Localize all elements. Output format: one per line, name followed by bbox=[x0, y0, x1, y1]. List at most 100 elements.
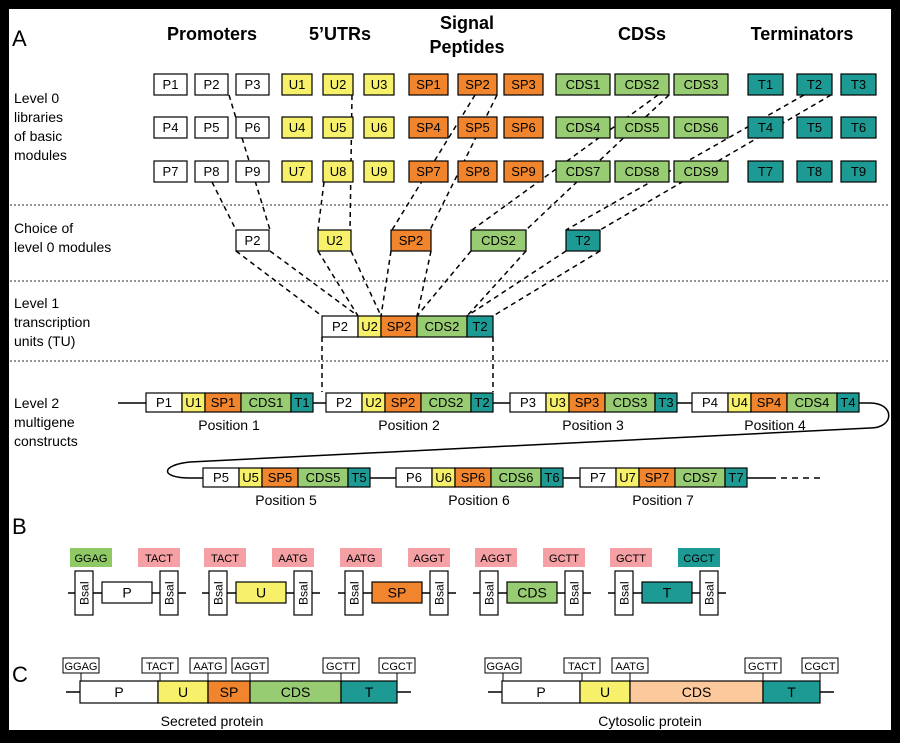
library-p2: P2 bbox=[194, 73, 229, 96]
level2-unit-5-sp5: SP5 bbox=[261, 467, 299, 488]
library-u8-rect bbox=[322, 160, 354, 183]
header-utrs: 5’UTRs bbox=[309, 24, 371, 44]
level2-unit-6-u6: U6 bbox=[431, 467, 456, 488]
level2-unit-2-u2: U2 bbox=[361, 392, 386, 413]
library-u1-label: U1 bbox=[289, 77, 306, 92]
library-t2: T2 bbox=[796, 73, 833, 96]
level2-unit-3-cds3: CDS3 bbox=[604, 392, 656, 413]
choice-u2: U2 bbox=[317, 229, 352, 252]
cytosolic-assembly-overhang-label-4: GCTT bbox=[748, 661, 778, 673]
library-p4-rect bbox=[153, 116, 188, 139]
bsai-label-5-right: BsaI bbox=[703, 581, 717, 605]
library-t5: T5 bbox=[796, 116, 833, 139]
panel-b-part-sp: SP bbox=[371, 581, 423, 604]
cytosolic-assembly-overhang-label-2: TACT bbox=[568, 661, 596, 673]
cytosolic-assembly-overhang-label-1: GGAG bbox=[486, 661, 519, 673]
panel-b-part-p-label: P bbox=[122, 585, 131, 601]
library-u2: U2 bbox=[322, 73, 354, 96]
library-p7-rect bbox=[153, 160, 188, 183]
overhang-label-4-right: GCTT bbox=[549, 553, 579, 565]
level2-unit-6-sp6: SP6 bbox=[454, 467, 492, 488]
secreted-assembly-part-sp: SP bbox=[207, 680, 251, 704]
panel-label-a: A bbox=[12, 26, 27, 51]
overhang-aatg-right-2 bbox=[272, 548, 314, 567]
bsai-site-2-left bbox=[208, 570, 228, 616]
level2-unit-2-p2-label: P2 bbox=[336, 395, 352, 410]
level2-unit-2-sp2-label: SP2 bbox=[391, 395, 416, 410]
library-u4: U4 bbox=[281, 116, 313, 139]
library-p9: P9 bbox=[235, 160, 270, 183]
library-t3: T3 bbox=[840, 73, 877, 96]
level2-unit-6-position-label: Position 6 bbox=[448, 492, 510, 508]
library-cds9-label: CDS9 bbox=[684, 164, 719, 179]
overhang-gctt-right-4 bbox=[543, 548, 585, 567]
level2-unit-3-t3-label: T3 bbox=[658, 395, 673, 410]
library-sp5-rect bbox=[457, 116, 498, 139]
library-p5-rect bbox=[194, 116, 229, 139]
library-u4-label: U4 bbox=[289, 120, 306, 135]
library-sp1-rect bbox=[408, 73, 449, 96]
level2-unit-6-t6-rect bbox=[540, 467, 564, 488]
level2-unit-6-sp6-label: SP6 bbox=[461, 470, 486, 485]
level2-unit-7-sp7: SP7 bbox=[638, 467, 676, 488]
choice-t2-rect bbox=[565, 229, 601, 252]
library-t8: T8 bbox=[796, 160, 833, 183]
library-t4-label: T4 bbox=[758, 120, 773, 135]
library-cds1: CDS1 bbox=[555, 73, 611, 96]
library-t3-label: T3 bbox=[851, 77, 866, 92]
library-sp7-label: SP7 bbox=[416, 164, 441, 179]
panel-b-part-p-rect bbox=[101, 581, 153, 604]
library-sp2-label: SP2 bbox=[465, 77, 490, 92]
library-sp8: SP8 bbox=[457, 160, 498, 183]
overhang-label-2-right: AATG bbox=[278, 553, 307, 565]
level2-unit-4-p4-label: P4 bbox=[702, 395, 718, 410]
overhang-label-4-left: AGGT bbox=[480, 553, 511, 565]
level2-unit-7-t7: T7 bbox=[724, 467, 748, 488]
library-p9-rect bbox=[235, 160, 270, 183]
line-cds2-right bbox=[525, 94, 670, 231]
bsai-site-3-left bbox=[344, 570, 364, 616]
level2-unit-7-u7-label: U7 bbox=[619, 470, 636, 485]
level2-unit-6-t6: T6 bbox=[540, 467, 564, 488]
library-sp4: SP4 bbox=[408, 116, 449, 139]
library-cds8-rect bbox=[614, 160, 670, 183]
header-signal-line1: Signal bbox=[440, 13, 494, 33]
level2-unit-1-sp1-label: SP1 bbox=[211, 395, 236, 410]
library-t7: T7 bbox=[747, 160, 784, 183]
cytosolic-assembly-part-p-label: P bbox=[536, 684, 545, 700]
line-p2-right bbox=[228, 94, 271, 231]
bsai-site-1-right bbox=[159, 570, 179, 616]
secreted-assembly-part-sp-label: SP bbox=[220, 684, 239, 700]
level2-unit-3-p3: P3 bbox=[509, 392, 547, 413]
secreted-assembly-caption: Secreted protein bbox=[161, 713, 264, 729]
library-t5-rect bbox=[796, 116, 833, 139]
cytosolic-assembly-part-t-rect bbox=[762, 680, 821, 704]
level2-unit-1-cds1: CDS1 bbox=[240, 392, 292, 413]
overhang-label-2-left: TACT bbox=[211, 553, 239, 565]
panel-b-part-cds: CDS bbox=[506, 581, 558, 604]
library-t2-rect bbox=[796, 73, 833, 96]
library-u5-label: U5 bbox=[330, 120, 347, 135]
level2-unit-1-p1: P1 bbox=[145, 392, 183, 413]
library-cds7: CDS7 bbox=[555, 160, 611, 183]
choice-sp2-rect bbox=[390, 229, 432, 252]
library-p4: P4 bbox=[153, 116, 188, 139]
level2-unit-6-u6-label: U6 bbox=[435, 470, 452, 485]
bsai-site-4-left bbox=[479, 570, 499, 616]
level2-unit-5-t5: T5 bbox=[347, 467, 371, 488]
level2-unit-3-t3-rect bbox=[654, 392, 678, 413]
level2-unit-7-cds7-label: CDS7 bbox=[683, 470, 718, 485]
row-label-level0-1: Level 0 bbox=[14, 90, 59, 106]
library-t7-rect bbox=[747, 160, 784, 183]
row-label-level1-2: transcription bbox=[14, 314, 90, 330]
library-sp2-rect bbox=[457, 73, 498, 96]
library-cds2-label: CDS2 bbox=[625, 77, 660, 92]
choice-sp2-label: SP2 bbox=[399, 233, 424, 248]
header-cdss: CDSs bbox=[618, 24, 666, 44]
overhang-aggt-right-3 bbox=[408, 548, 450, 567]
library-p6-label: P6 bbox=[245, 120, 261, 135]
